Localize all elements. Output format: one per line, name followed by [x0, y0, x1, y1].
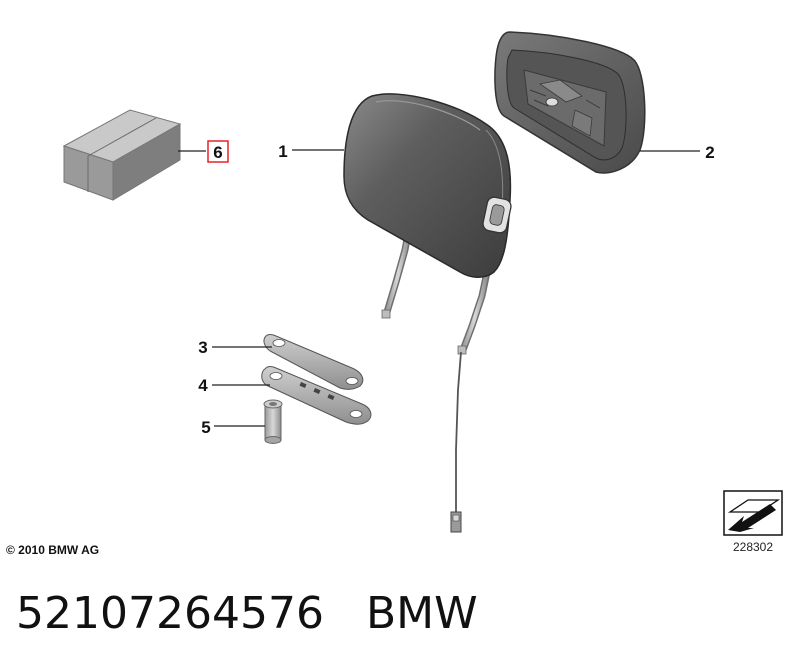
guide-bracket-part	[261, 366, 372, 425]
rear-shell-part	[494, 31, 646, 174]
part-number: 52107264576	[16, 588, 324, 639]
callout-3: 3	[198, 338, 207, 357]
callout-4: 4	[198, 376, 208, 395]
callout-2: 2	[705, 143, 714, 162]
part-number-caption: 52107264576 BMW	[16, 588, 478, 639]
guide-sleeve-part	[263, 399, 283, 444]
leader-lines	[178, 149, 700, 427]
headrest-cushion-part	[343, 93, 512, 533]
guide-plate-part	[263, 334, 364, 390]
copyright-notice: © 2010 BMW AG	[6, 543, 99, 557]
box-kit-part	[62, 109, 182, 201]
callout-6: 6	[213, 143, 222, 162]
callout-1: 1	[278, 142, 287, 161]
callout-5: 5	[201, 418, 210, 437]
diagram-reference-number: 228302	[733, 540, 773, 554]
callout-6-highlight-box	[207, 140, 229, 163]
reference-symbol-icon	[723, 490, 783, 536]
brand-name: BMW	[365, 588, 478, 639]
